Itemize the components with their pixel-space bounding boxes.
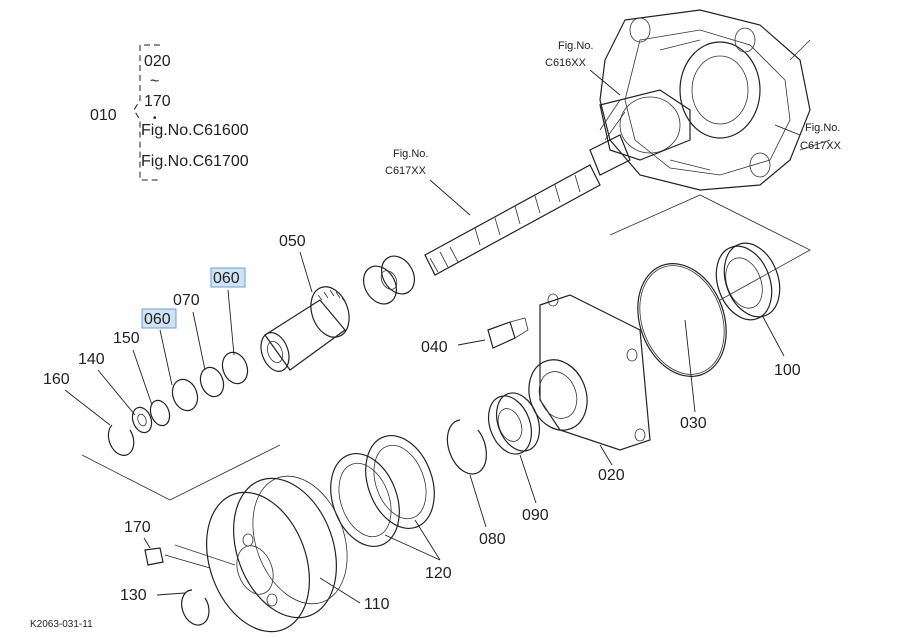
leader-050 bbox=[299, 251, 313, 293]
group-bracket bbox=[133, 44, 160, 181]
leader-070 bbox=[192, 311, 206, 371]
leader-060-a bbox=[227, 289, 235, 356]
part-080-circlip bbox=[446, 419, 487, 475]
main-shaft bbox=[424, 134, 631, 276]
part-label-140[interactable]: 140 bbox=[78, 351, 105, 368]
part-120-bearings bbox=[330, 434, 435, 548]
part-090-seal bbox=[487, 392, 541, 455]
range-start-label: 020 bbox=[144, 53, 171, 70]
diagram-code: K2063-031-11 bbox=[30, 619, 93, 630]
leader-160 bbox=[64, 389, 111, 426]
part-label-010[interactable]: 010 bbox=[90, 107, 117, 124]
fig-ref-c61700[interactable]: Fig.No.C61700 bbox=[141, 153, 249, 170]
leader-c617xx-shaft bbox=[429, 179, 471, 216]
part-label-080[interactable]: 080 bbox=[479, 531, 506, 548]
part-label-020[interactable]: 020 bbox=[598, 467, 625, 484]
leader-130 bbox=[156, 592, 186, 596]
range-tilde: ~ bbox=[150, 73, 159, 90]
leader-150 bbox=[132, 349, 153, 406]
subassembly-frame-right bbox=[609, 194, 811, 301]
part-label-050[interactable]: 050 bbox=[279, 233, 306, 250]
fig-ref-c617xx-shaft-line1[interactable]: Fig.No. bbox=[393, 148, 428, 160]
part-label-160[interactable]: 160 bbox=[43, 371, 70, 388]
part-070-ring bbox=[199, 366, 225, 398]
leader-080 bbox=[469, 474, 487, 528]
part-label-090[interactable]: 090 bbox=[522, 507, 549, 524]
leader-060-b bbox=[159, 329, 173, 386]
leader-100 bbox=[761, 314, 785, 357]
shaft-bearing bbox=[363, 255, 415, 305]
part-170-pin bbox=[144, 547, 164, 566]
part-130-snap-ring bbox=[181, 589, 210, 626]
highlight-060-b bbox=[141, 308, 177, 329]
subassembly-frame-lines bbox=[81, 444, 281, 501]
part-label-070[interactable]: 070 bbox=[173, 292, 200, 309]
fig-ref-c617xx-right-line2[interactable]: C617XX bbox=[800, 140, 842, 152]
part-030-o-ring bbox=[637, 263, 727, 377]
range-dot: • bbox=[153, 113, 157, 124]
part-150-collar bbox=[149, 399, 171, 427]
part-060-ring-a bbox=[221, 351, 249, 385]
part-label-170[interactable]: 170 bbox=[124, 519, 151, 536]
part-label-100[interactable]: 100 bbox=[774, 362, 801, 379]
leader-040 bbox=[457, 339, 486, 346]
part-160-snap-ring bbox=[107, 424, 135, 456]
part-110-drum bbox=[206, 475, 348, 633]
leader-090 bbox=[519, 454, 537, 504]
part-140-bearing bbox=[131, 406, 153, 434]
leader-c617xx-right bbox=[774, 124, 801, 136]
fig-ref-c617xx-right-line1[interactable]: Fig.No. bbox=[805, 122, 840, 134]
part-label-060-a[interactable]: 060 bbox=[213, 270, 240, 287]
part-label-060-b[interactable]: 060 bbox=[144, 311, 171, 328]
part-label-150[interactable]: 150 bbox=[113, 330, 140, 347]
leader-030 bbox=[684, 319, 696, 413]
part-label-030[interactable]: 030 bbox=[680, 415, 707, 432]
part-100-bearing bbox=[715, 242, 781, 321]
transmission-housing bbox=[599, 9, 831, 191]
leader-170-branch bbox=[174, 544, 236, 566]
leader-120 bbox=[384, 519, 441, 561]
part-label-120[interactable]: 120 bbox=[425, 565, 452, 582]
part-label-130[interactable]: 130 bbox=[120, 587, 147, 604]
fig-ref-c61600[interactable]: Fig.No.C61600 bbox=[141, 122, 249, 139]
leader-110 bbox=[319, 577, 361, 604]
leader-020 bbox=[599, 444, 613, 466]
part-label-110[interactable]: 110 bbox=[364, 596, 390, 613]
leader-170 bbox=[143, 537, 211, 569]
fig-ref-c616xx-line2[interactable]: C616XX bbox=[545, 57, 587, 69]
clutch-drum-inner bbox=[599, 89, 691, 161]
leader-140 bbox=[97, 369, 136, 416]
leader-c616xx bbox=[589, 69, 621, 96]
part-label-040[interactable]: 040 bbox=[421, 339, 448, 356]
highlight-060-a bbox=[210, 267, 246, 288]
part-030-o-ring-inner bbox=[639, 265, 725, 375]
part-050-gear bbox=[260, 286, 350, 372]
part-040-bolt bbox=[487, 317, 529, 349]
part-060-ring-b bbox=[171, 378, 199, 412]
fig-ref-c616xx-line1[interactable]: Fig.No. bbox=[558, 40, 593, 52]
fig-ref-c617xx-shaft-line2[interactable]: C617XX bbox=[385, 165, 427, 177]
range-end-label: 170 bbox=[144, 93, 171, 110]
